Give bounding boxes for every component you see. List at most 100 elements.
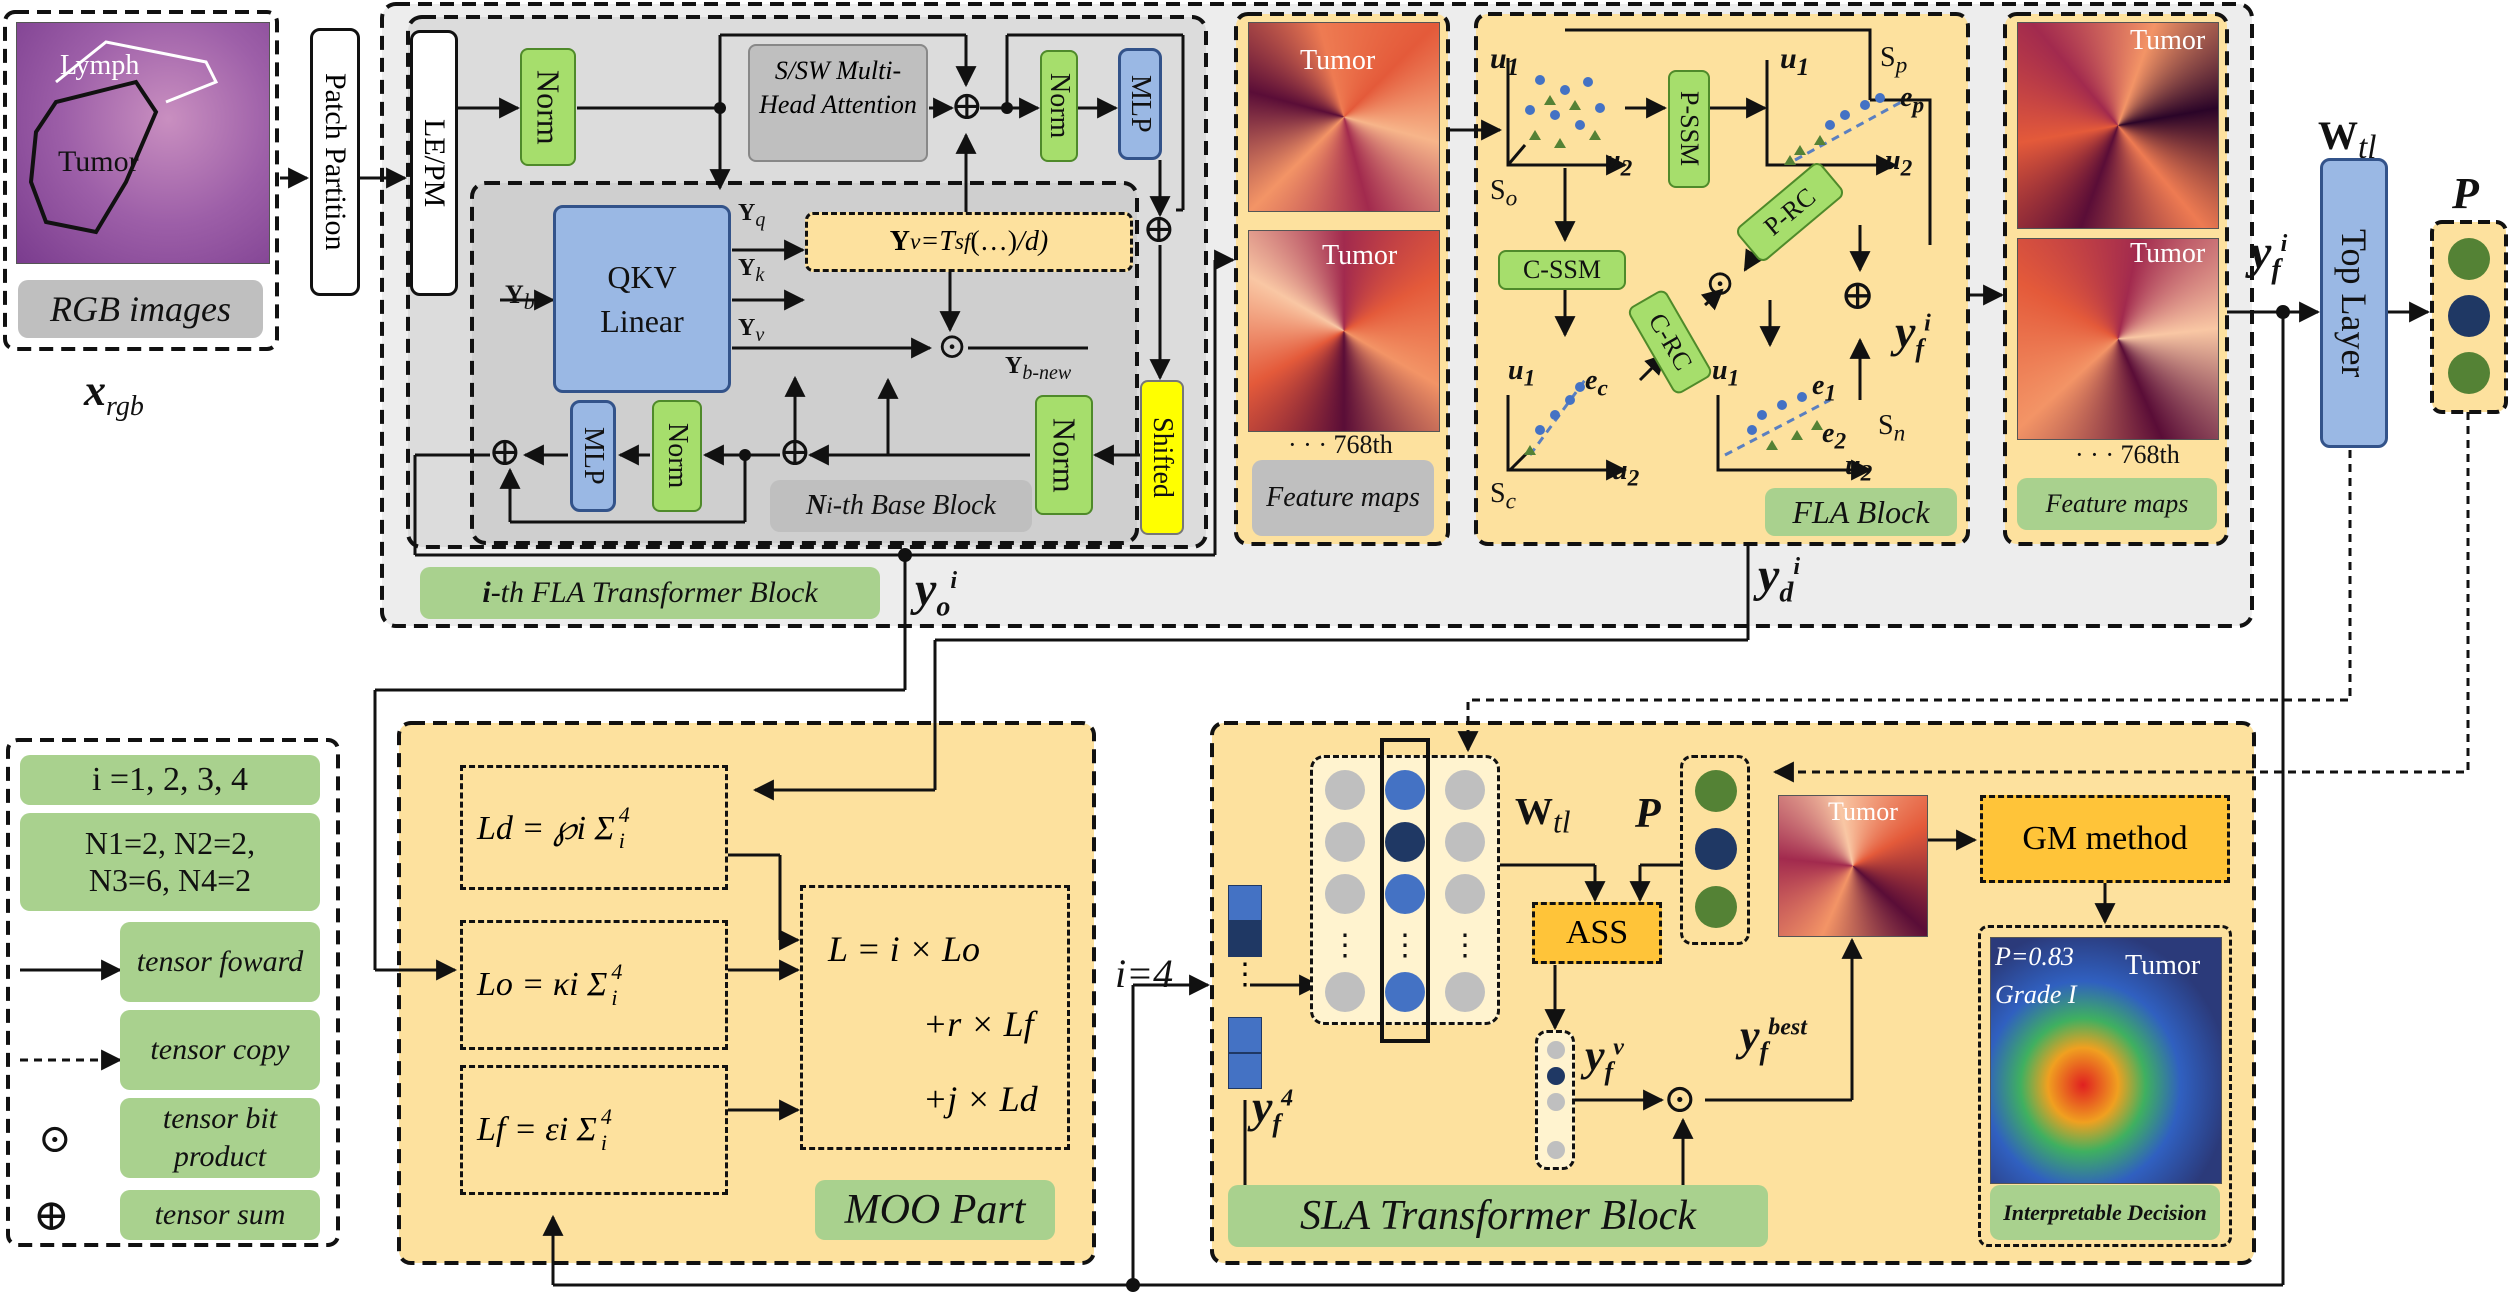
u1a-label: u1: [1490, 42, 1520, 81]
y-f-var-fla: yfi: [1895, 306, 1931, 364]
le-pm-box: LE/PM: [410, 30, 458, 296]
attention-box: S/SW Multi-Head Attention: [748, 44, 928, 162]
sla-tumor-label: Tumor: [1828, 797, 1898, 826]
moo-total-box: L = i × Lo +r × Lf +j × Ld: [800, 885, 1070, 1150]
s-n-label: Sn: [1878, 410, 1906, 447]
u1-label-2: u1: [1508, 355, 1536, 392]
e2-label: e2: [1822, 418, 1847, 455]
loop-sum-icon: ⊕: [488, 429, 522, 474]
u2-label-4: u2: [1845, 450, 1873, 487]
y-k-label: Yk: [738, 255, 765, 286]
legend-copy: tensor copy: [120, 1010, 320, 1090]
fm-right-count: · · · 768th: [2075, 440, 2180, 469]
e1-label: e1: [1812, 370, 1837, 407]
norm-box-4: Norm: [652, 400, 702, 512]
scatter-sp: [1784, 93, 1885, 165]
feature-map-right-1: [2017, 22, 2219, 229]
y-q-label: Yq: [738, 200, 766, 231]
p-node-1: [2448, 238, 2490, 280]
moo-total-line2: +r × Lf: [923, 1004, 1034, 1044]
interp-p-value: P=0.83: [1995, 942, 2074, 971]
y-f-var-top: yfi: [2250, 226, 2288, 286]
legend-sum: tensor sum: [120, 1190, 320, 1240]
svg-text:⋮: ⋮: [1450, 929, 1480, 962]
y-new-label: Yb-new: [1005, 353, 1072, 384]
legend-oplus-icon: ⊕: [33, 1191, 70, 1240]
legend-n-values: N1=2, N2=2,N3=6, N4=2: [20, 813, 320, 911]
y-d-var: ydi: [1758, 549, 1800, 609]
c-ssm-box: C-SSM: [1498, 250, 1626, 290]
qkv-linear-box: QKV Linear: [553, 205, 731, 393]
legend-bit: tensor bit product: [120, 1098, 320, 1178]
fm-right-tumor-2: Tumor: [2130, 238, 2206, 269]
interp-grade: Grade I: [1995, 980, 2077, 1009]
e-p-label: ep: [1900, 82, 1925, 119]
p-label-sla: P: [1635, 791, 1661, 837]
mlp-sum-icon: ⊕: [1142, 206, 1176, 251]
y-v-label: Yv: [738, 315, 765, 346]
fm-left-count: · · · 768th: [1288, 430, 1393, 459]
base-sum-icon: ⊕: [778, 429, 812, 474]
scatter-so: [1525, 75, 1605, 148]
e-c-label: ec: [1585, 365, 1608, 402]
sla-caption: SLA Transformer Block: [1228, 1185, 1768, 1247]
fm-right-tumor-1: Tumor: [2130, 25, 2206, 56]
y-fbest-var: yfbest: [1740, 1011, 1807, 1066]
y-fv-var: yfv: [1585, 1031, 1624, 1086]
u1-label-1: u1: [1780, 42, 1810, 81]
y-o-var: yoi: [915, 563, 957, 623]
norm-box-2: Norm: [1040, 50, 1078, 162]
norm-box-1: Norm: [520, 48, 576, 166]
moo-total-line3: +j × Ld: [923, 1079, 1038, 1119]
feature-map-left-1: [1248, 22, 1440, 212]
fla-transformer-caption: i-th FLA Transformer Block: [420, 567, 880, 619]
u2-label-2: u2: [1885, 145, 1913, 182]
svg-text:⋮: ⋮: [1390, 929, 1420, 962]
y-f4-var: yf4: [1252, 1081, 1294, 1139]
p-node-2: [2448, 295, 2490, 337]
norm-box-3: Norm: [1035, 395, 1093, 515]
patch-partition-box: Patch Partition: [310, 28, 360, 296]
tumor-label: Tumor: [58, 145, 139, 178]
w-tl-top: Wtl: [2318, 113, 2377, 166]
rgb-overlay: [28, 40, 219, 235]
lymph-label: Lymph: [60, 50, 140, 81]
sla-yv-vector: [1535, 1030, 1575, 1170]
legend-i-values: i =1, 2, 3, 4: [20, 755, 320, 805]
feature-map-right-2: [2017, 238, 2219, 440]
sla-matrix-nodes: ⋮ ⋮ ⋮: [1325, 770, 1485, 1012]
scatter-sc: [1524, 382, 1585, 455]
fm-left-tumor-2: Tumor: [1322, 240, 1398, 271]
bit-product-icon: ⊙: [937, 326, 968, 366]
w-tl-sla: Wtl: [1515, 791, 1571, 840]
fm-left-caption: Feature maps: [1252, 460, 1434, 536]
sla-yf4-vector: ⋮: [1228, 885, 1262, 1089]
feature-map-left-2: [1248, 230, 1440, 432]
i-equals-four: i=4: [1115, 951, 1174, 996]
interp-tumor-label: Tumor: [2125, 950, 2201, 981]
sla-best-feature-map: [1778, 795, 1928, 937]
interp-caption: Interpretable Decision: [1990, 1185, 2220, 1240]
shifted-box: Shifted: [1140, 380, 1184, 535]
s-p-label: Sp: [1880, 42, 1908, 79]
svg-text:⋮: ⋮: [1330, 929, 1360, 962]
ass-box: ASS: [1532, 902, 1662, 964]
moo-caption: MOO Part: [815, 1180, 1055, 1240]
moo-panel: [397, 721, 1096, 1265]
fla-block-panel: [1474, 12, 1970, 546]
fla-bit-product: ⊙: [1705, 263, 1736, 303]
sla-p-vector: [1680, 755, 1750, 945]
u2-label-3: u2: [1612, 455, 1640, 492]
s-o-label: So: [1490, 175, 1518, 212]
sla-bit-product: ⊙: [1663, 1076, 1697, 1121]
scatter-sn: [1747, 392, 1823, 450]
interp-heatmap: [1990, 937, 2222, 1184]
u1-label-3: u1: [1712, 355, 1740, 392]
gm-method-box: GM method: [1980, 795, 2230, 883]
s-c-label: Sc: [1490, 478, 1516, 515]
